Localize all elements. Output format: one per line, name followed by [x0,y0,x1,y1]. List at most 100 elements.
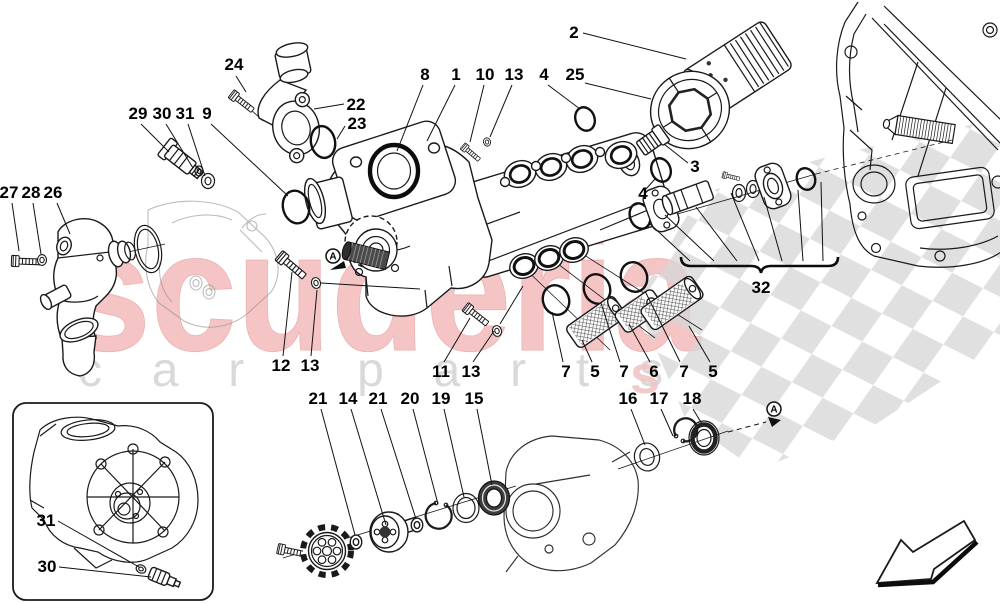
bolt-24 [227,89,257,115]
leader-line-31 [187,123,206,177]
seal-18 [688,420,720,456]
oil-filter-assembly [573,21,792,183]
part-callout-13: 13 [301,356,320,375]
part-callout-30: 30 [38,557,57,576]
ring-19 [452,492,480,524]
leader-line-7 [644,290,681,363]
thermostat-elbow [10,218,163,377]
part-callout-9: 9 [202,104,211,123]
leader-line-26 [56,202,71,235]
part-callout-15: 15 [465,389,484,408]
leader-line-10 [469,84,485,143]
part-callout-23: 23 [348,114,367,133]
part-callout-11: 11 [432,362,450,381]
chain-sprocket [300,524,354,578]
leader-line-23 [336,125,346,140]
part-callout-25: 25 [566,65,585,84]
part-callout-20: 20 [401,389,420,408]
part-callout-12: 12 [272,356,291,375]
part-callout-7: 7 [619,362,628,381]
leader-line-9 [210,123,289,197]
part-callout-4: 4 [638,184,648,203]
drive-hub-14 [369,511,421,553]
marker-dash-line [727,421,767,433]
view-marker-circle-1 [766,401,782,417]
part-callout-13: 13 [505,65,524,84]
part-callout-32: 32 [752,278,771,297]
part-callout-7: 7 [679,362,688,381]
group-bracket-32: 32 [648,181,840,297]
part-callout-19: 19 [432,389,451,408]
leader-line-19 [443,408,465,498]
part-callout-7: 7 [561,362,570,381]
part-callout-4: 4 [539,65,549,84]
leader-line-7 [551,311,564,363]
washer-21b [410,517,424,533]
part-callout-22: 22 [347,95,366,114]
leader-line-21 [320,408,356,536]
inset-detail-box [12,402,214,601]
leader-line-1 [426,84,456,142]
part-callout-24: 24 [225,55,244,74]
manifold-top-ports [499,140,638,189]
leader-line-25 [584,82,652,100]
bracket-fan-line-6 [820,181,824,262]
washer-21a [349,534,363,550]
view-markers: AA [325,248,782,433]
part-callout-31: 31 [37,511,56,530]
coolant-sensor-29 [157,137,216,190]
view-marker-circle-0 [325,248,341,264]
fitting-3 [636,124,670,156]
watermark-accent-letter: s [630,345,660,405]
part-callout-27: 27 [0,183,18,202]
seal-ring-8 [367,142,421,200]
bracket-32 [679,256,840,274]
leader-line-30 [58,566,152,578]
leader-line-13 [310,289,318,357]
leader-line-4 [547,84,581,110]
leader-line-11 [443,317,471,363]
part-callout-8: 8 [420,65,429,84]
filter-cartridges [541,261,704,349]
leader-line-27 [11,202,20,252]
o-ring-23 [309,124,337,160]
pump-drive-group [276,480,511,578]
bracket-fan-line-0 [648,222,691,262]
leader-line-12 [282,271,293,357]
leader-line-2 [582,32,687,60]
leader-line-28 [32,202,42,255]
leader-line2-13 [320,282,421,290]
part-callout-3: 3 [690,157,699,176]
view-marker-letter: A [329,252,336,263]
o-ring-4 [573,106,597,132]
part-callout-17: 17 [650,389,669,408]
part-callout-5: 5 [590,362,599,381]
leader-line-31 [57,520,140,568]
valve-bolt [721,171,741,183]
pump-splined-shaft [341,241,391,271]
leader-line-24 [235,75,247,93]
part-callout-10: 10 [476,65,495,84]
leader-line-16 [630,408,646,446]
splined-shaft-icon [882,114,956,145]
bolt-27 [10,254,42,268]
leader-line-18 [692,408,703,425]
seal-rings-16-17-18 [633,417,720,472]
part-callout-28: 28 [22,183,41,202]
bracket-fan-line-5 [797,189,804,262]
bracket-fan-line-3 [730,192,760,262]
water-outlet-pipe [227,42,337,164]
leader-line-22 [313,103,345,110]
leader-line-5 [581,339,593,363]
washer-13 [482,136,492,148]
part-callout-2: 2 [569,23,578,42]
o-ring-9 [281,189,311,225]
bracket-fan-line-1 [664,214,715,262]
leader-line-13 [489,84,513,138]
washer-28 [36,254,48,266]
part-callout-16: 16 [619,389,638,408]
part-callout-31: 31 [176,104,195,123]
leader-line-15 [476,408,493,486]
